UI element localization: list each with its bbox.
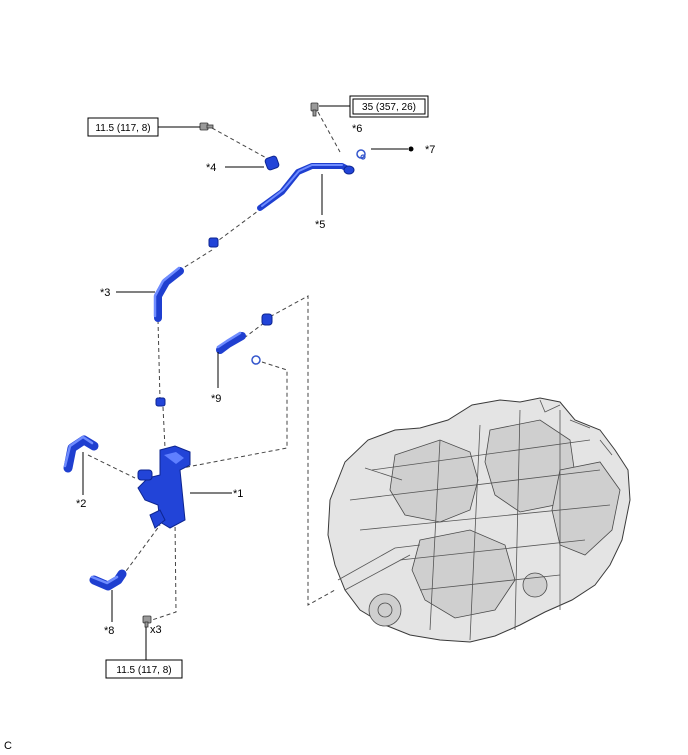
label-part-7: *7 bbox=[425, 144, 435, 156]
part-2-hose bbox=[63, 435, 99, 473]
dashed-alignment-lines bbox=[87, 111, 341, 621]
gasket-icon bbox=[356, 149, 366, 160]
part-1-oil-cooler bbox=[137, 445, 191, 529]
label-part-3: *3 bbox=[100, 287, 110, 299]
label-part-8: *8 bbox=[104, 625, 114, 637]
transmission-assembly bbox=[327, 397, 631, 643]
torque-value: 11.5 (117, 8) bbox=[95, 123, 150, 134]
label-quantity: x3 bbox=[150, 624, 162, 636]
label-part-4: *4 bbox=[206, 162, 216, 174]
part-4-hose bbox=[208, 155, 280, 248]
bolt-icon bbox=[142, 615, 152, 628]
label-part-2: *2 bbox=[76, 498, 86, 510]
torque-box-top-left: 11.5 (117, 8) bbox=[87, 117, 159, 137]
torque-box-bottom: 11.5 (117, 8) bbox=[105, 659, 183, 679]
new-part-marker bbox=[408, 146, 414, 152]
bolt-icon bbox=[310, 102, 319, 117]
torque-box-top-right: 35 (357, 26) bbox=[349, 95, 429, 118]
part-3-hose bbox=[153, 266, 184, 407]
part-5-pipe bbox=[257, 163, 355, 211]
label-part-5: *5 bbox=[315, 219, 325, 231]
corner-code: C bbox=[4, 740, 12, 752]
label-part-6: *6 bbox=[352, 123, 362, 135]
part-9-hose bbox=[216, 313, 273, 365]
part-8-hose bbox=[89, 569, 127, 591]
torque-value: 11.5 (117, 8) bbox=[116, 665, 171, 676]
torque-value: 35 (357, 26) bbox=[362, 102, 416, 113]
leader-lines bbox=[82, 105, 408, 660]
label-part-9: *9 bbox=[211, 393, 221, 405]
label-part-1: *1 bbox=[233, 488, 243, 500]
bolt-icon bbox=[199, 122, 214, 131]
